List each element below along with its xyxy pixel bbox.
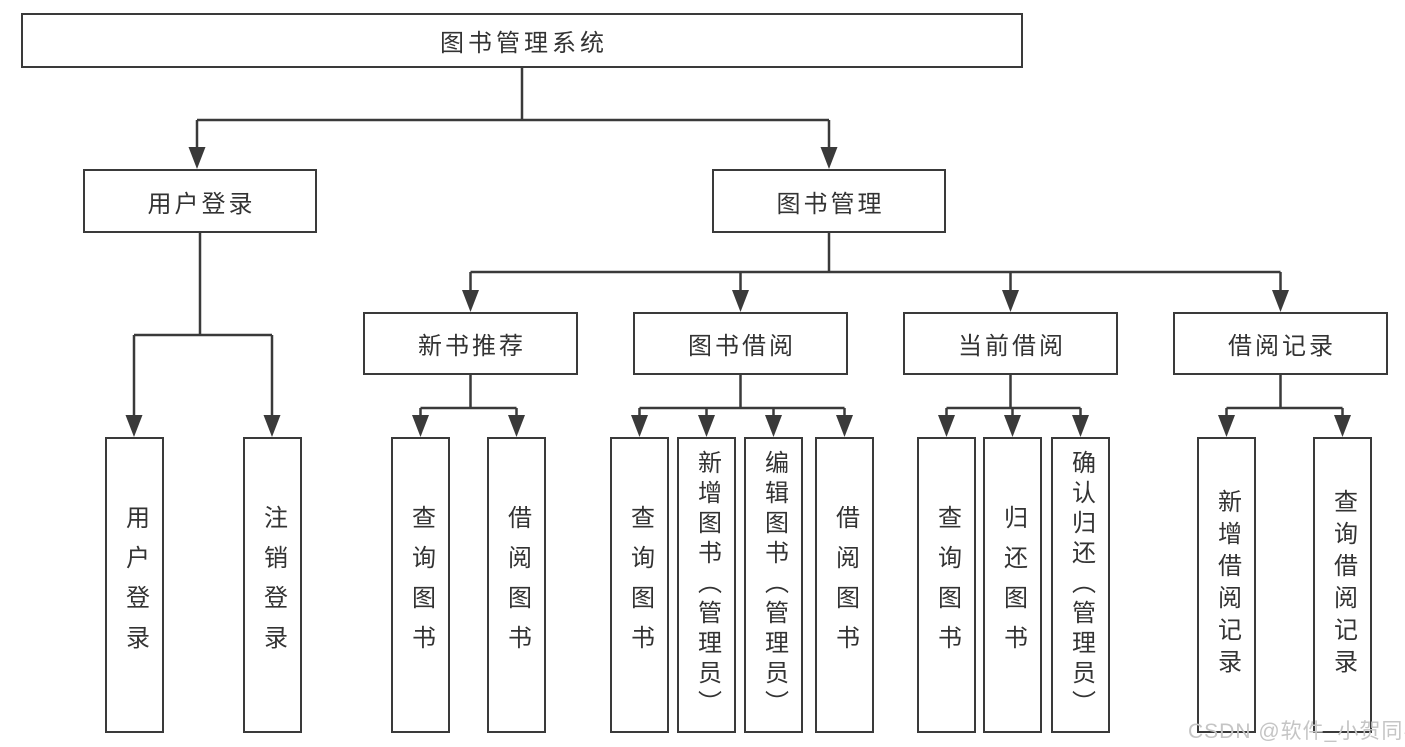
node-leaf-cb-query-books-label: 查询图书: [933, 505, 961, 665]
node-user-login: 用户登录: [83, 169, 317, 233]
node-leaf-cb-confirm-return: 确认归还（管理员）: [1051, 437, 1110, 733]
node-library-system: 图书管理系统: [21, 13, 1023, 68]
node-book-management: 图书管理: [712, 169, 946, 233]
node-library-system-label: 图书管理系统: [440, 30, 608, 57]
node-leaf-nbr-borrow-books: 借阅图书: [487, 437, 546, 733]
node-leaf-bb-query-books: 查询图书: [610, 437, 669, 733]
connector-user-login-children: [125, 233, 281, 437]
node-borrowing-records-label: 借阅记录: [1228, 333, 1336, 360]
node-leaf-user-login-label: 用户登录: [121, 505, 149, 665]
node-new-book-recommend-label: 新书推荐: [418, 333, 526, 360]
node-leaf-user-login: 用户登录: [105, 437, 164, 733]
node-leaf-br-add-record-label: 新增借阅记录: [1213, 489, 1241, 681]
node-new-book-recommend: 新书推荐: [363, 312, 578, 375]
csdn-watermark: CSDN @软件_小贺同学: [1188, 720, 1405, 743]
node-leaf-bb-borrow-books: 借阅图书: [815, 437, 874, 733]
node-leaf-cb-return-books-label: 归还图书: [999, 505, 1027, 665]
node-book-management-label: 图书管理: [776, 190, 885, 218]
node-leaf-cb-return-books: 归还图书: [983, 437, 1042, 733]
connector-book-borrow-children: [631, 375, 853, 437]
node-leaf-nbr-query-books: 查询图书: [391, 437, 450, 733]
connector-borrow-records-children: [1218, 375, 1351, 437]
node-leaf-cb-confirm-return-label: 确认归还（管理员）: [1067, 450, 1095, 720]
connector-root-to-level2: [188, 68, 838, 169]
connector-new-book-rec-children: [412, 375, 525, 437]
node-leaf-br-query-record-label: 查询借阅记录: [1329, 489, 1357, 681]
connector-book-mgmt-to-level3: [462, 233, 1289, 312]
node-leaf-bb-edit-books-label: 编辑图书（管理员）: [760, 450, 788, 720]
node-leaf-nbr-borrow-books-label: 借阅图书: [503, 505, 531, 665]
node-user-login-label: 用户登录: [147, 190, 256, 218]
node-current-borrowing: 当前借阅: [903, 312, 1118, 375]
node-leaf-bb-add-books-label: 新增图书（管理员）: [693, 450, 721, 720]
node-book-borrowing-label: 图书借阅: [688, 333, 796, 360]
node-current-borrowing-label: 当前借阅: [958, 333, 1066, 360]
node-leaf-br-add-record: 新增借阅记录: [1197, 437, 1256, 733]
node-leaf-nbr-query-books-label: 查询图书: [407, 505, 435, 665]
node-leaf-bb-borrow-books-label: 借阅图书: [831, 505, 859, 665]
node-leaf-bb-edit-books: 编辑图书（管理员）: [744, 437, 803, 733]
node-leaf-cb-query-books: 查询图书: [917, 437, 976, 733]
node-leaf-br-query-record: 查询借阅记录: [1313, 437, 1372, 733]
node-leaf-logout-label: 注销登录: [259, 505, 287, 665]
node-leaf-bb-query-books-label: 查询图书: [626, 505, 654, 665]
node-leaf-logout: 注销登录: [243, 437, 302, 733]
connector-current-borrow-children: [938, 375, 1089, 437]
node-leaf-bb-add-books: 新增图书（管理员）: [677, 437, 736, 733]
node-borrowing-records: 借阅记录: [1173, 312, 1388, 375]
node-book-borrowing: 图书借阅: [633, 312, 848, 375]
